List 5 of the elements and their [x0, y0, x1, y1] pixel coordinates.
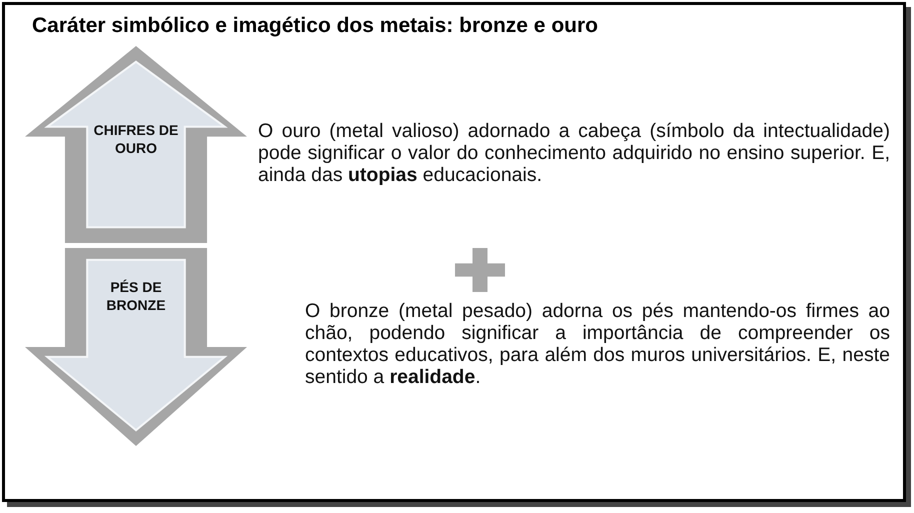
arrow-label: PÉS DE BRONZE: [105, 278, 167, 314]
body-paragraph: O ouro (metal valioso) adornado a cabeça (símbolo da intectualidade) pode significar o valor do conhecimento adquirido no ensino superior. E, ainda das utopias educacionais.: [258, 120, 890, 186]
slide-title: Caráter simbólico e imagético dos metais: bronze e ouro: [32, 14, 598, 38]
arrow-label: CHIFRES DE OURO: [92, 120, 180, 157]
body-paragraph: O bronze (metal pesado) adorna os pés mantendo-os firmes ao chão, podendo significar a importância de compreender os contextos educativos, para além dos muros universitários. E, neste sentido a realidade.: [305, 300, 890, 388]
